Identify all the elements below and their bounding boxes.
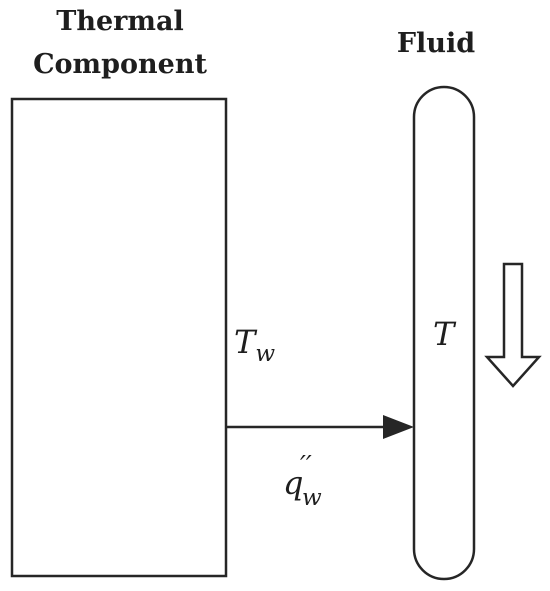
wall-temperature-label: Tw (234, 323, 275, 367)
fluid-channel (412, 85, 476, 581)
wall-temperature-subscript: w (255, 341, 275, 367)
heat-flux-arrow-head (383, 415, 414, 439)
flow-direction-arrow (484, 262, 542, 388)
wall-temperature-symbol: T (234, 323, 258, 361)
fluid-temperature-label: T (433, 315, 457, 353)
component-title-line1: Thermal (56, 6, 183, 37)
thermal-component-block (10, 97, 228, 578)
component-title-line2: Component (33, 49, 207, 80)
heat-flux-symbol: q (283, 464, 303, 502)
heat-flux-subscript: w (302, 485, 322, 511)
heat-flux-prime: ′′ (300, 451, 312, 481)
fluid-title: Fluid (397, 28, 475, 59)
